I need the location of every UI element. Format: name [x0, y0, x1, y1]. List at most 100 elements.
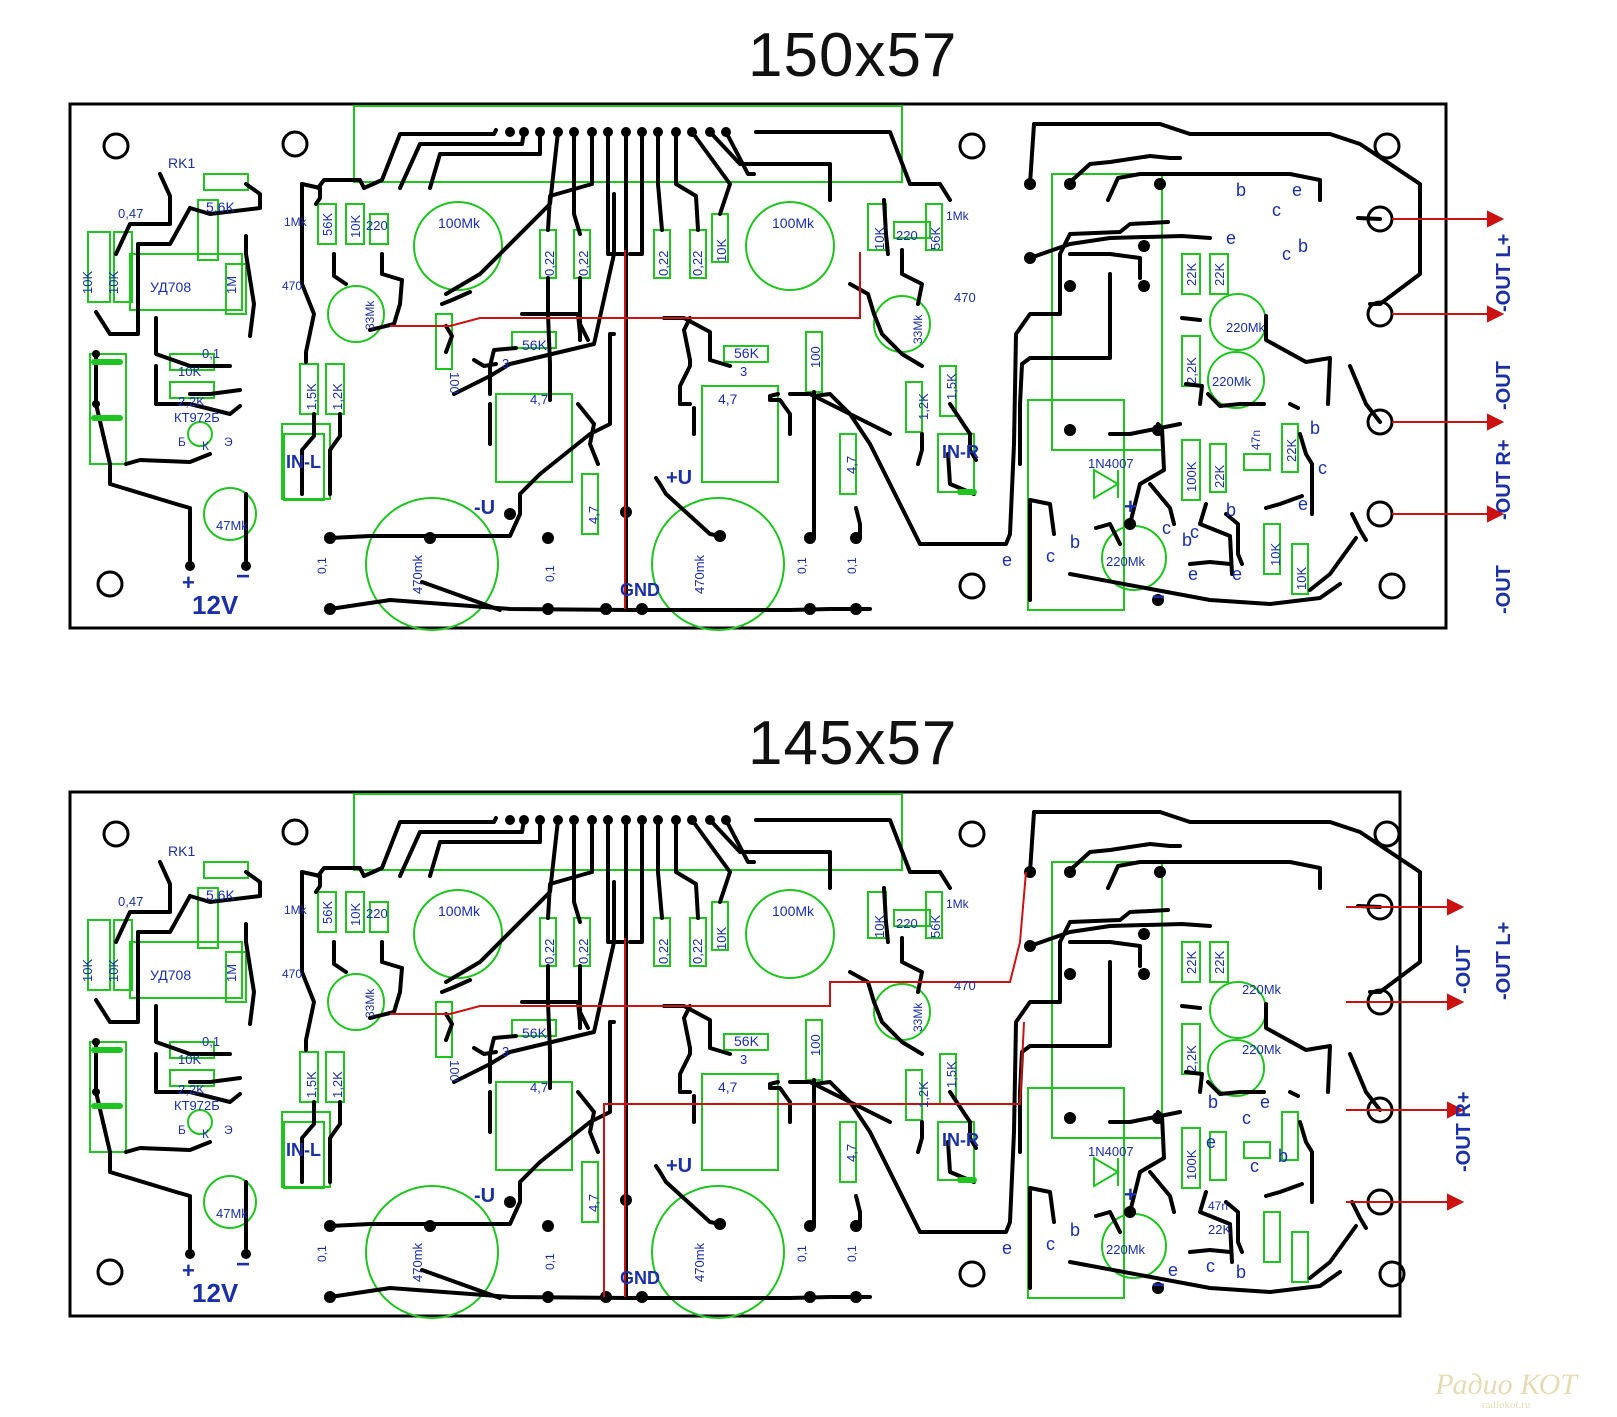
label-plus-u: +U: [666, 467, 692, 489]
label-r22k: 2,2K: [178, 1082, 205, 1097]
label-c33mk-r: 33Mk: [911, 314, 925, 344]
watermark-logo: Радио КОТ: [1435, 1368, 1577, 1401]
label-minus: −: [1152, 584, 1165, 609]
label-plus-u: +U: [666, 1155, 692, 1177]
watermark: Радио КОТ radiokot.ru: [1435, 1370, 1577, 1411]
label-r56k-m2: 56K: [734, 345, 760, 361]
label-d1: 1N4007: [1088, 1144, 1134, 1159]
label-e: e: [1168, 1260, 1178, 1280]
label-in-l: IN-L: [286, 1140, 321, 1160]
label-e: e: [1002, 1238, 1012, 1258]
board-outline: [68, 102, 1448, 630]
label-c470-l: 470: [282, 279, 302, 293]
arrow-right-icon: [1487, 505, 1505, 523]
output-arrows: [1346, 210, 1505, 1211]
label-r022-4: 0,22: [690, 939, 705, 964]
label-v12: 12V: [192, 1278, 239, 1308]
label-r10k-a: 10K: [80, 271, 95, 294]
label-r12k-l: 1,2K: [330, 383, 345, 410]
label-out-l-plus: -OUT L+: [1493, 234, 1515, 312]
label-c01-a: 0,1: [202, 1034, 220, 1049]
label-r1m: 1M: [224, 964, 239, 982]
label-r22k-3: 2,2K: [1184, 1045, 1199, 1072]
label-b: b: [1208, 1092, 1218, 1112]
label-c220mk-1: 220Mk: [1242, 982, 1282, 997]
watermark-url: radiokot.ru: [1481, 1399, 1531, 1411]
arrow-right-icon: [1447, 1193, 1465, 1211]
label-r56k-a: 5,6K: [206, 199, 235, 215]
label-r100k: 100K: [1184, 1149, 1199, 1180]
label-minus-u: -U: [474, 497, 495, 519]
label-r15k-r: 1,5K: [944, 373, 959, 400]
label-c: c: [1282, 244, 1291, 264]
label-gnd: GND: [620, 580, 660, 600]
label-r10k-r: 10K: [872, 915, 887, 938]
label-r10k-c: 10K: [178, 364, 201, 379]
label-r22k-5: 22K: [1208, 1222, 1231, 1237]
label-r22k-1: 22K: [1184, 263, 1199, 286]
label-rk1: RK1: [168, 155, 195, 171]
label-out-minus: -OUT: [1493, 361, 1515, 410]
label-c100mk-l: 100Mk: [438, 903, 481, 919]
label-c01-a: 0,1: [202, 346, 220, 361]
label-r3-2: 3: [740, 1052, 747, 1067]
label-r56k-r: 56K: [928, 915, 943, 938]
label-r220-l: 220: [366, 906, 388, 921]
label-r47-1: 4,7: [530, 392, 548, 407]
label-rk1: RK1: [168, 843, 195, 859]
label-in-l: IN-L: [286, 452, 321, 472]
label-c33mk-l: 33Mk: [363, 300, 377, 330]
arrow-right-icon: [1487, 210, 1505, 228]
label-r3-2: 3: [740, 364, 747, 379]
label-r12k-r: 1,2K: [916, 393, 931, 420]
label-c: c: [1242, 1108, 1251, 1128]
label-r10k-b: 10K: [106, 271, 121, 294]
label-plus: +: [1124, 494, 1137, 519]
arrow-right-icon: [1447, 1101, 1465, 1119]
label-minus: −: [1152, 1272, 1165, 1297]
label-c220mk-3: 220Mk: [1106, 554, 1146, 569]
label-c047: 0,47: [118, 206, 143, 221]
label-r10k-l: 10K: [348, 903, 363, 926]
label-r022-3: 0,22: [656, 939, 671, 964]
label-minus-u: -U: [474, 1185, 495, 1207]
label-minus: −: [236, 563, 250, 590]
label-r22k-2: 22K: [1212, 951, 1227, 974]
label-pin-b: Б: [178, 435, 186, 449]
label-r56k-m1: 56K: [522, 337, 548, 353]
label-b: b: [1226, 500, 1236, 520]
label-c: c: [1206, 1256, 1215, 1276]
label-r47-4: 4,7: [844, 1144, 859, 1162]
label-c01-1: 0,1: [315, 1245, 329, 1262]
label-b: b: [1310, 418, 1320, 438]
label-r47-3: 4,7: [718, 391, 738, 407]
label-r12k-r: 1,2K: [916, 1081, 931, 1108]
label-plus: +: [182, 570, 195, 595]
label-r15k-l: 1,5K: [304, 1071, 319, 1098]
label-r56k-r: 56K: [928, 227, 943, 250]
label-r022-4: 0,22: [690, 251, 705, 276]
label-r022-3: 0,22: [656, 251, 671, 276]
label-r100: 100: [447, 372, 462, 394]
label-r10k-x: 10K: [1268, 543, 1283, 566]
label-r10k-a: 10K: [80, 959, 95, 982]
label-c220mk-2: 220Mk: [1242, 1042, 1282, 1057]
label-e: e: [1260, 1092, 1270, 1112]
label-tr: КТ972Б: [174, 410, 220, 425]
label-c01-3: 0,1: [795, 557, 809, 574]
label-r100-r: 100: [808, 1034, 823, 1056]
label-r22k-1: 22K: [1184, 951, 1199, 974]
label-tr: КТ972Б: [174, 1098, 220, 1113]
label-c01-2: 0,1: [543, 1253, 557, 1270]
jumper-wires-bottom: [390, 871, 1027, 1297]
label-r22k-3: 2,2K: [1184, 357, 1199, 384]
label-e: e: [1232, 564, 1242, 584]
label-r56k-l: 56K: [320, 901, 335, 924]
label-plus: +: [182, 1258, 195, 1283]
arrow-right-icon: [1447, 898, 1465, 916]
label-c33mk-l: 33Mk: [363, 988, 377, 1018]
label-r56k-a: 5,6K: [206, 887, 235, 903]
label-c100mk-r: 100Mk: [772, 215, 815, 231]
